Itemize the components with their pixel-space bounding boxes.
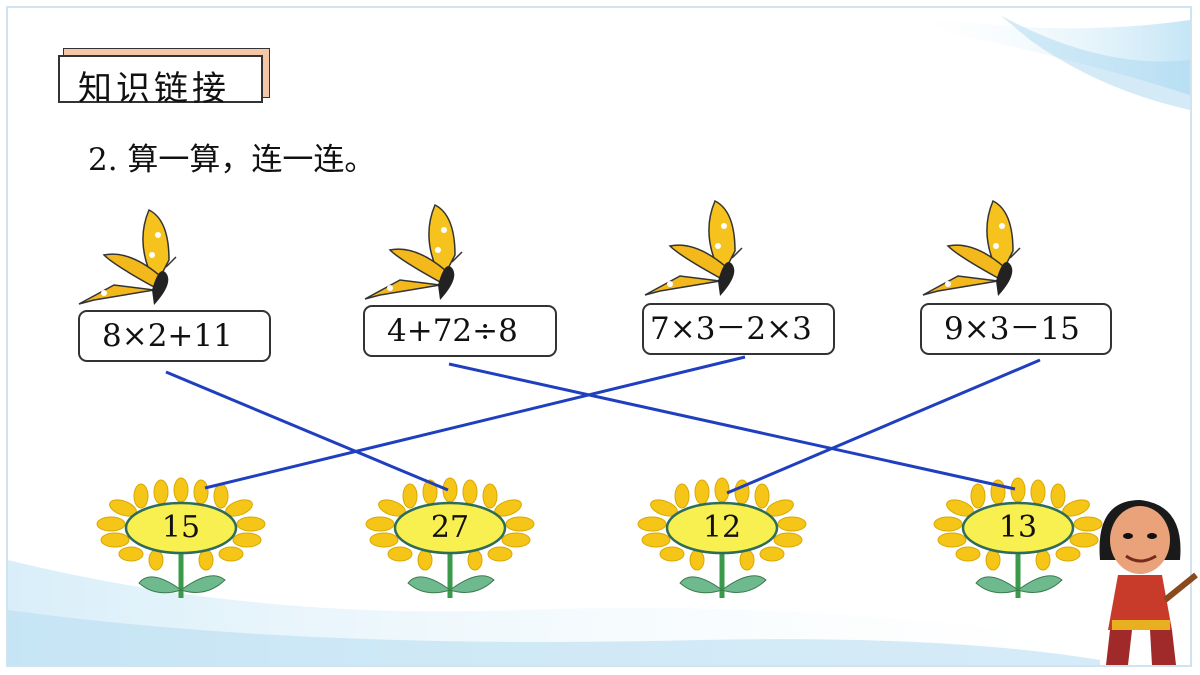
connection-line	[726, 358, 1041, 495]
expression-text: 7×3－2×3	[650, 311, 812, 347]
answer-number[interactable]: 13	[998, 510, 1038, 545]
connection-line	[204, 355, 746, 490]
butterfly-icon	[364, 203, 463, 300]
expression-text: 8×2+11	[102, 318, 233, 354]
expression-box[interactable]: 9×3－15	[920, 303, 1112, 355]
answer-number[interactable]: 27	[430, 510, 470, 545]
connection-line	[165, 370, 449, 492]
butterfly-icon	[78, 208, 177, 305]
character-icon	[1099, 500, 1198, 665]
section-title-box: 知识链接	[58, 55, 263, 109]
expression-box[interactable]: 4+72÷8	[363, 305, 557, 357]
expression-text: 4+72÷8	[387, 313, 518, 349]
question-text: 2. 算一算，连一连。	[88, 142, 376, 178]
expression-box[interactable]: 8×2+11	[78, 310, 271, 362]
expression-text: 9×3－15	[944, 311, 1080, 347]
answer-number[interactable]: 12	[702, 510, 742, 545]
expression-box[interactable]: 7×3－2×3	[642, 303, 835, 355]
slide-frame	[6, 6, 1192, 667]
answer-number[interactable]: 15	[161, 510, 201, 545]
butterfly-icon	[922, 199, 1021, 296]
section-title: 知识链接	[78, 69, 230, 109]
connection-line	[448, 362, 1016, 491]
butterfly-icon	[644, 199, 743, 296]
